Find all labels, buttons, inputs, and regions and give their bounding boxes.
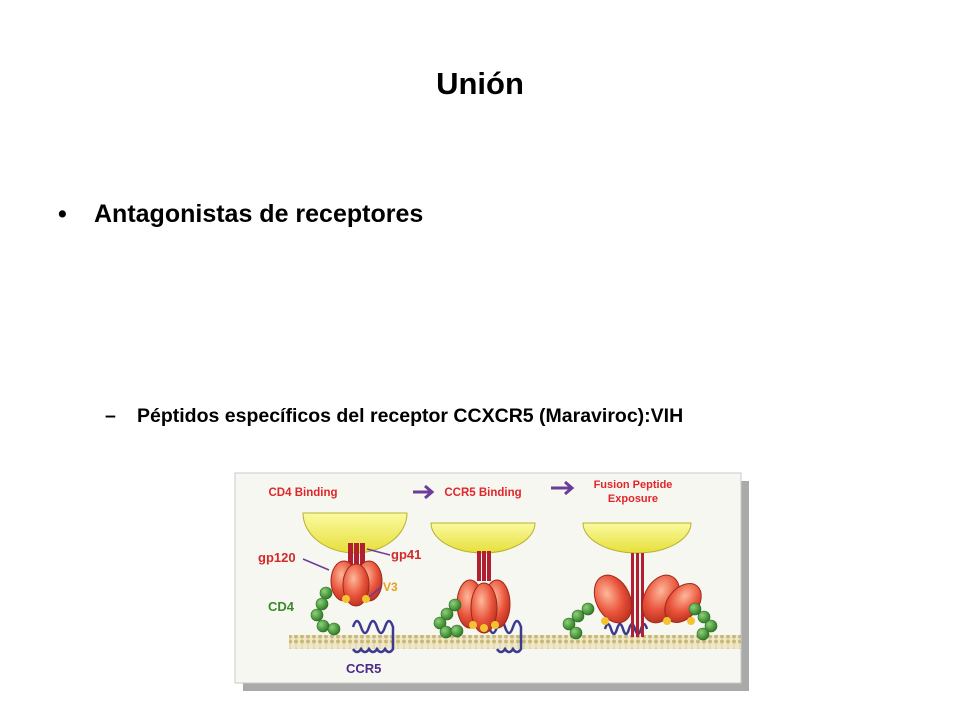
arrow-step-2-to-3 [551, 480, 575, 496]
bullet-item: • Antagonistas de receptores [58, 200, 423, 229]
cd4-chain-2 [433, 598, 464, 639]
cd4-chain-3 [562, 602, 718, 641]
arrow-step-1-to-2 [413, 484, 435, 500]
gp120-splayed [593, 574, 702, 624]
cd4-chain-1 [310, 586, 341, 636]
v3-loops-2 [469, 621, 499, 632]
gp41-fusion-peptides [631, 553, 644, 637]
sub-bullet-marker: – [105, 405, 116, 427]
slide-title: Unión [436, 66, 524, 101]
label-cd4: CD4 [268, 599, 295, 614]
label-gp120: gp120 [258, 550, 296, 565]
label-v3: V3 [383, 580, 398, 594]
label-ccr5: CCR5 [346, 661, 381, 676]
hiv-entry-figure: CD4 Binding CCR5 Binding Fusion Peptide … [234, 472, 749, 691]
bullet-text: Antagonistas de receptores [94, 200, 424, 228]
ccr5-receptor [351, 619, 649, 654]
gp41-pointer [366, 548, 391, 556]
virion-cap-3 [582, 522, 692, 554]
sub-bullet-item: –Péptidos específicos del receptor CCXCR… [105, 405, 683, 428]
gp120-trimer-1 [330, 560, 383, 607]
v3-pointer [368, 586, 382, 598]
gp120-pointer [302, 558, 330, 571]
sub-bullet-text: Péptidos específicos del receptor CCXCR5… [137, 405, 684, 427]
v3-loops-1 [342, 595, 370, 603]
bullet-marker: • [58, 200, 67, 228]
gp120-trimer-2 [456, 579, 511, 634]
gp41-stalk-2 [477, 551, 491, 581]
cell-membrane [289, 635, 741, 649]
step-fusion-peptide-line1: Fusion Peptide [594, 479, 673, 491]
v3-loops-3 [601, 617, 695, 625]
step-cd4-binding: CD4 Binding [269, 487, 338, 499]
gp41-stalk-1 [348, 543, 365, 569]
label-gp41: gp41 [391, 547, 421, 562]
step-ccr5-binding: CCR5 Binding [444, 487, 521, 499]
step-fusion-peptide-line2: Exposure [608, 493, 658, 505]
